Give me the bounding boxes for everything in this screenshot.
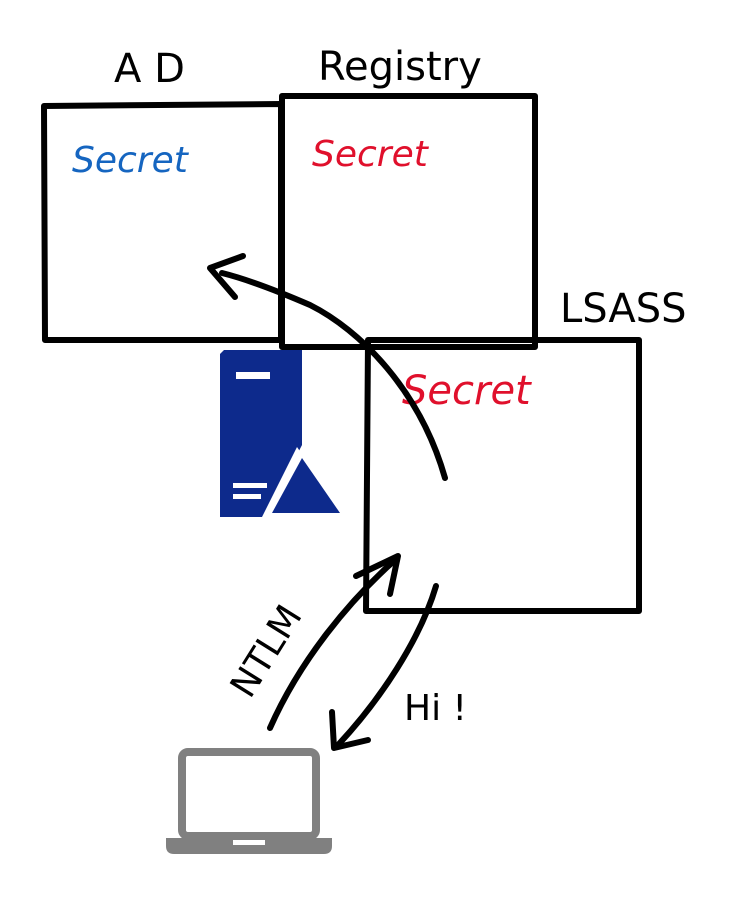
ad-box: A D Secret (41, 46, 284, 343)
lsass-box-outline (363, 337, 642, 614)
lsass-box: LSASS Secret (363, 286, 687, 614)
hi-label: Hi ! (404, 688, 467, 729)
server-icon (220, 350, 345, 517)
registry-box-outline (279, 93, 538, 350)
registry-title: Registry (318, 44, 482, 90)
registry-box: Registry Secret (279, 44, 538, 350)
registry-secret-label: Secret (312, 134, 430, 175)
laptop-icon (166, 748, 332, 854)
lsass-title: LSASS (560, 286, 687, 332)
ad-title: A D (114, 46, 185, 92)
ad-secret-label: Secret (72, 140, 190, 181)
lsass-secret-label: Secret (402, 368, 532, 414)
ntlm-arrow (267, 553, 401, 731)
ntlm-label: NTLM (223, 598, 311, 705)
arrow-lsass-to-ad (207, 253, 448, 481)
hi-arrow (329, 583, 439, 751)
